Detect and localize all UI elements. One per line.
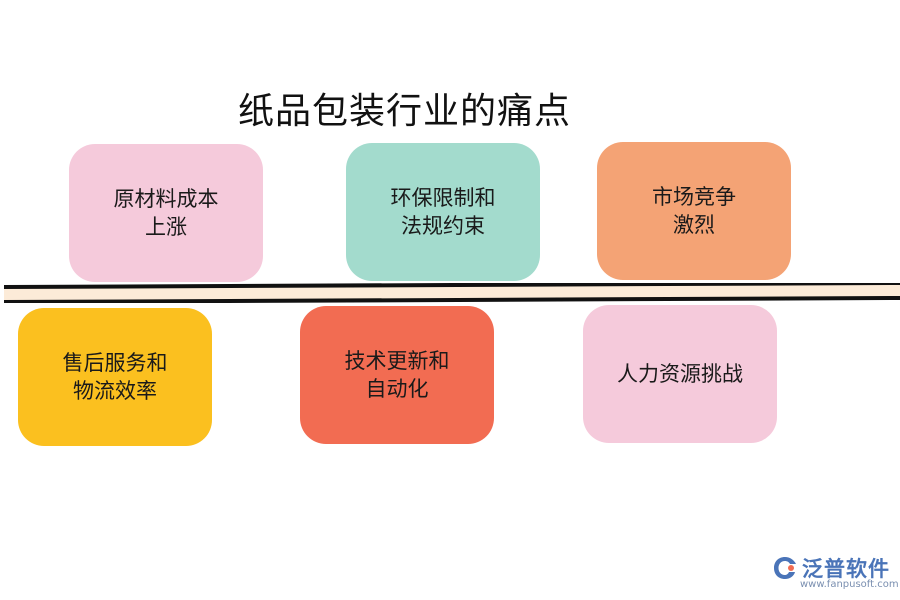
divider-band — [4, 283, 900, 303]
brand-logo: 泛普软件 — [772, 553, 890, 583]
pain-point-raw-material-cost: 原材料成本 上涨 — [69, 144, 263, 282]
pain-point-environmental-regulation: 环保限制和 法规约束 — [346, 143, 540, 281]
pain-point-tech-automation: 技术更新和 自动化 — [300, 306, 494, 444]
fanpu-logo-icon — [774, 557, 796, 579]
pain-point-human-resources: 人力资源挑战 — [583, 305, 777, 443]
diagram-title: 纸品包装行业的痛点 — [238, 91, 572, 132]
pain-point-market-competition: 市场竞争 激烈 — [597, 142, 791, 280]
brand-logo-url: www.fanpusoft.com — [800, 579, 899, 590]
brand-logo-name: 泛普软件 — [802, 557, 890, 581]
pain-point-after-sales-logistics: 售后服务和 物流效率 — [18, 308, 212, 446]
